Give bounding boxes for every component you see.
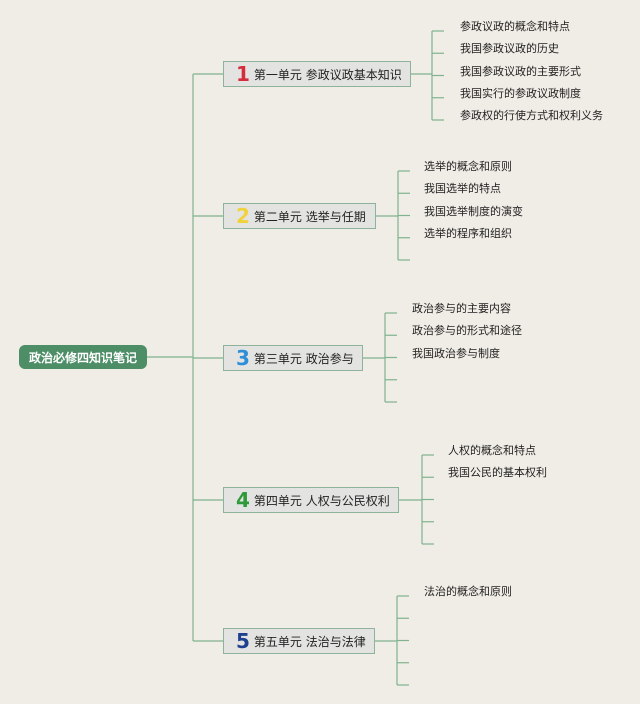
leaf-item[interactable]: 政治参与的主要内容 <box>412 302 511 315</box>
unit-number: 1 <box>236 62 250 86</box>
leaf-item[interactable]: 法治的概念和原则 <box>424 585 512 598</box>
leaf-item[interactable]: 我国参政议政的历史 <box>460 42 559 56</box>
leaf-item[interactable]: 我国参政议政的主要形式 <box>460 64 581 78</box>
unit-number: 4 <box>236 488 250 512</box>
leaf-item[interactable]: 参政权的行使方式和权利义务 <box>460 109 603 122</box>
leaf-item[interactable]: 政治参与的形式和途径 <box>412 324 522 338</box>
leaf-item[interactable]: 选举的概念和原则 <box>424 160 512 173</box>
leaf-item[interactable]: 我国公民的基本权利 <box>448 466 547 480</box>
leaf-item[interactable]: 选举的程序和组织 <box>424 226 512 240</box>
root-label: 政治必修四知识笔记 <box>28 350 137 365</box>
leaf-item[interactable]: 我国政治参与制度 <box>412 346 500 360</box>
unit-number: 2 <box>236 204 250 228</box>
leaf-item[interactable]: 参政议政的概念和特点 <box>460 20 570 33</box>
unit-title: 第五单元 法治与法律 <box>253 634 366 649</box>
leaf-item[interactable]: 人权的概念和特点 <box>448 444 536 457</box>
leaf-item[interactable]: 我国选举的特点 <box>424 182 501 196</box>
root-node[interactable]: 政治必修四知识笔记 <box>19 345 147 369</box>
leaf-item[interactable]: 我国选举制度的演变 <box>424 204 523 218</box>
unit-number: 3 <box>236 346 250 370</box>
unit-title: 第三单元 政治参与 <box>253 351 354 366</box>
unit-title: 第二单元 选举与任期 <box>253 209 366 224</box>
unit-title: 第一单元 参政议政基本知识 <box>253 67 402 82</box>
unit-number: 5 <box>236 629 250 653</box>
unit-title: 第四单元 人权与公民权利 <box>253 493 390 508</box>
leaf-item[interactable]: 我国实行的参政议政制度 <box>460 86 581 100</box>
